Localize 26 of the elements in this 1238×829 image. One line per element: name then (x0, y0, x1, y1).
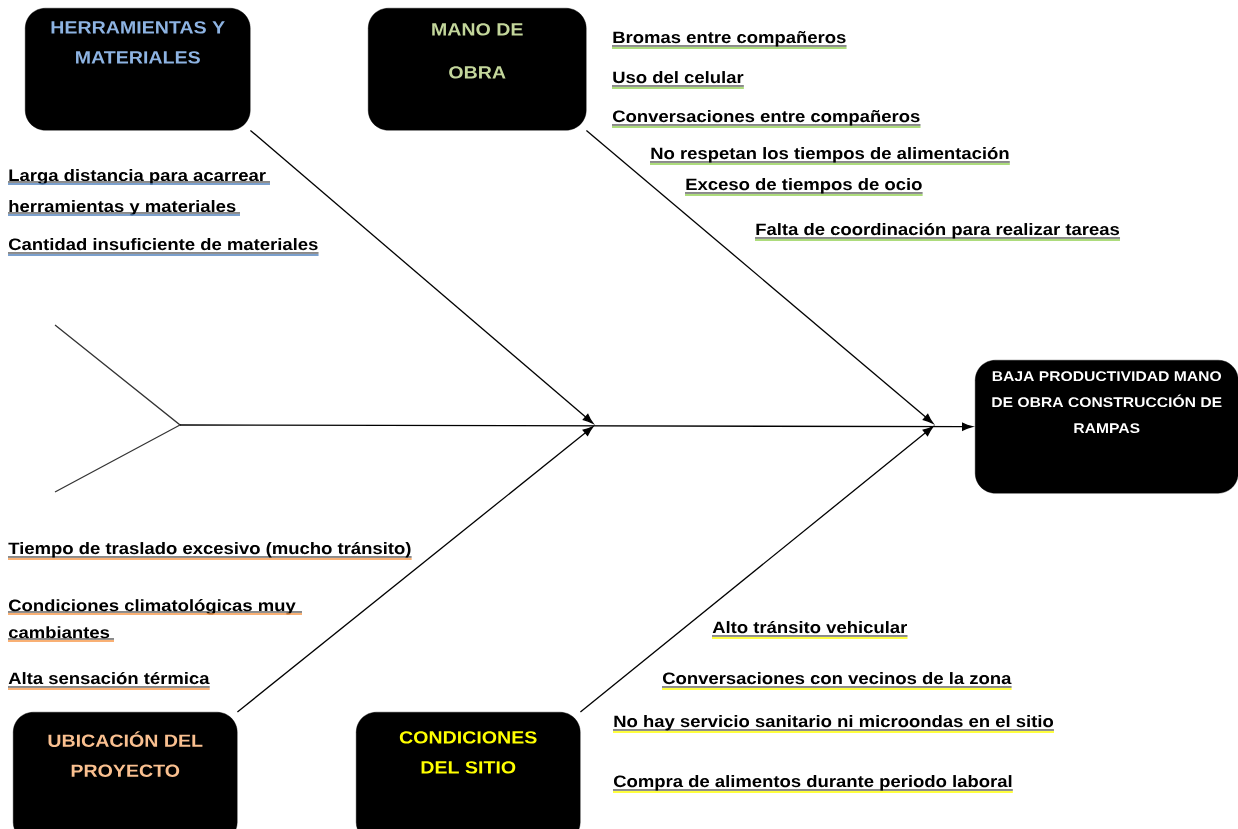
arrow (179, 422, 973, 431)
arrow (579, 426, 934, 713)
cause-box: CONDICIONES DEL SITIO (356, 712, 581, 829)
cause-label: Tiempo de traslado excesivo (mucho tránsito) (7, 541, 413, 560)
cause-label: Compra de alimentos durante periodo laboral (612, 775, 1014, 793)
cause-label: Bromas entre compañeros (611, 31, 848, 49)
cause-label: No hay servicio sanitario ni microondas en el sitio (612, 715, 1055, 733)
fish-tail-drawing (54, 324, 182, 493)
cause-label: Conversaciones con vecinos de la zona (661, 672, 1013, 690)
cause-label: Falta de coordinación para realizar tareas (754, 222, 1121, 241)
cause-box: BAJA PRODUCTIVIDAD MANO DE OBRA CONSTRUCCIÓN DE RAMPAS (975, 360, 1238, 494)
cause-label: Exceso de tiempos de ocio (684, 178, 924, 196)
cause-label: Alta sensación térmica (7, 671, 211, 690)
cause-label: Alto tránsito vehicular (711, 620, 909, 639)
cause-label: Uso del celular (611, 71, 745, 89)
cause-label: No respetan los tiempos de alimentación (649, 146, 1011, 165)
cause-label: Larga distancia para acarrear herramientas y materiales (7, 169, 271, 216)
cause-box: UBICACIÓN DEL PROYECTO (13, 712, 238, 829)
arrow (249, 129, 594, 424)
cause-label: Cantidad insuficiente de materiales (7, 238, 320, 256)
arrow (236, 426, 594, 713)
arrow (585, 129, 934, 424)
cause-box: MANO DE OBRA (368, 8, 587, 131)
cause-label: Conversaciones entre compañeros (611, 110, 922, 128)
cause-box: HERRAMIENTAS Y MATERIALES (25, 8, 251, 131)
cause-label: Condiciones climatológicas muy cambiantes (7, 599, 303, 642)
